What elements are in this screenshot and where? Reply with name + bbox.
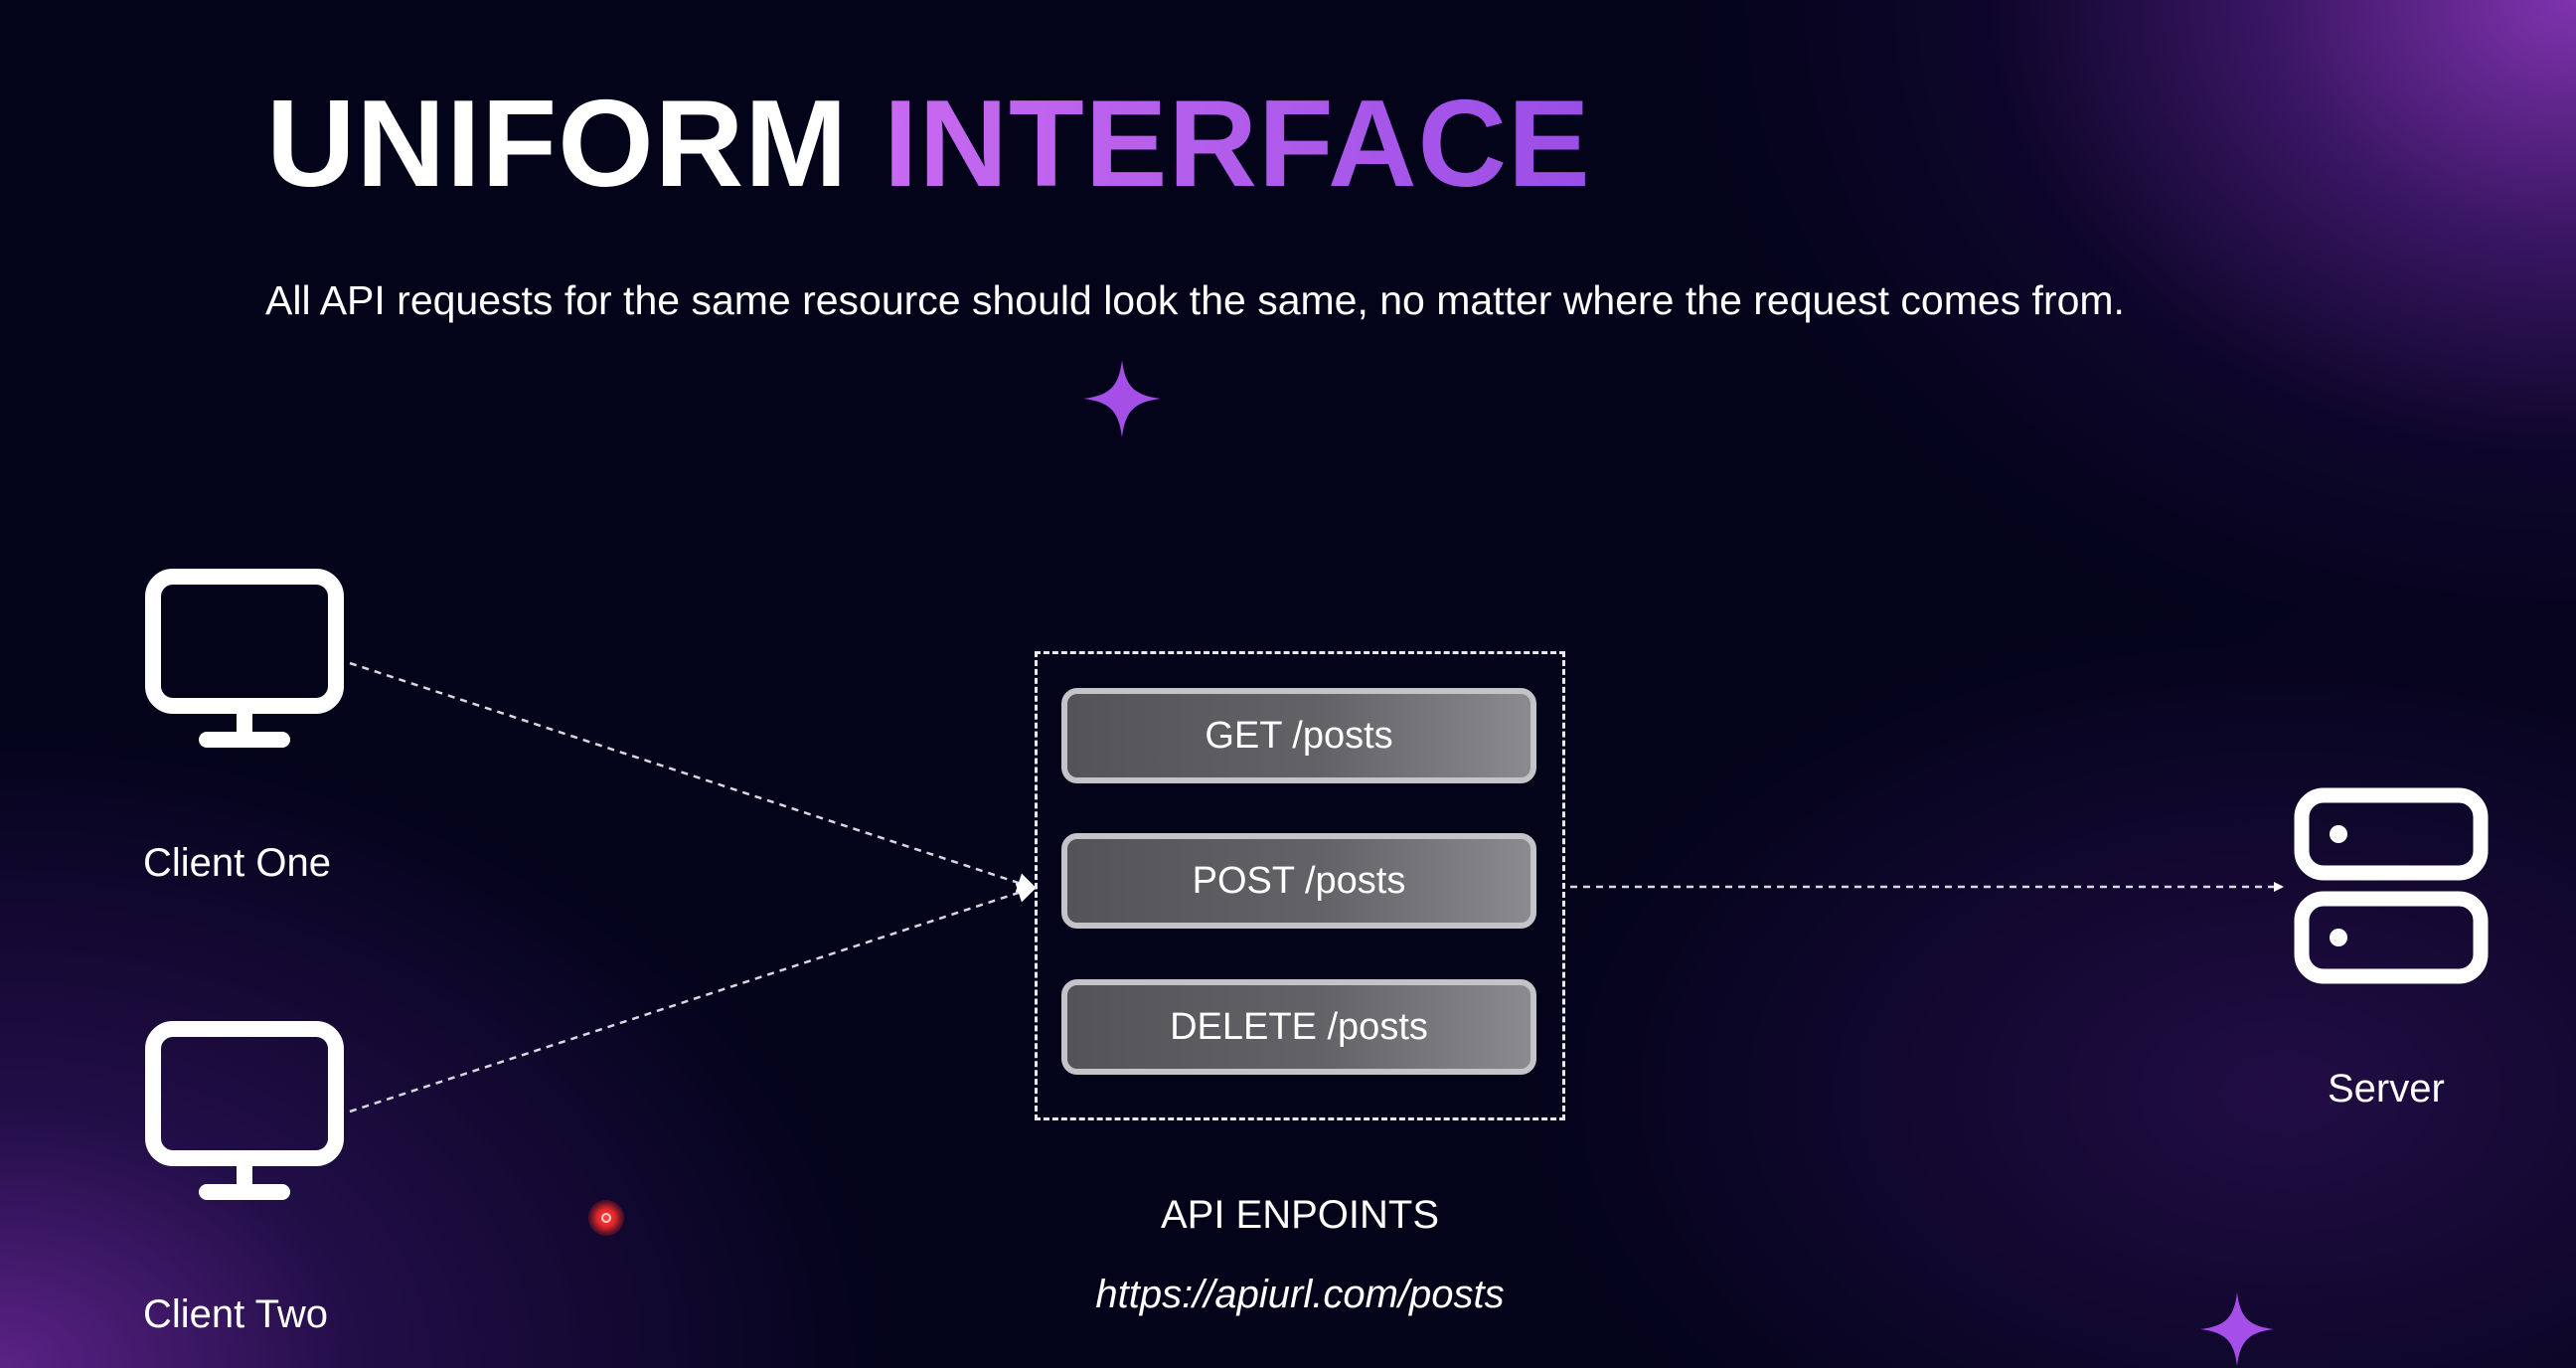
monitor-icon — [145, 1021, 344, 1200]
slide-subtitle: All API requests for the same resource s… — [265, 277, 2125, 323]
server-label: Server — [2328, 1067, 2445, 1111]
endpoint-post-posts[interactable]: POST /posts — [1061, 833, 1536, 929]
api-endpoints-group: GET /posts POST /posts DELETE /posts — [1035, 651, 1565, 1120]
client-two-label: Client Two — [143, 1292, 329, 1336]
cursor-indicator — [588, 1200, 624, 1236]
endpoint-get-posts[interactable]: GET /posts — [1061, 688, 1536, 783]
server-icon — [2294, 787, 2489, 984]
sparkle-icon — [2200, 1292, 2274, 1366]
api-endpoints-caption: API ENPOINTS — [1160, 1193, 1440, 1237]
api-url: https://apiurl.com/posts — [1095, 1273, 1505, 1316]
client-one-arrow — [349, 661, 1038, 893]
sparkle-icon — [1083, 360, 1161, 437]
slide-title: UNIFORM INTERFACE — [266, 70, 1591, 219]
title-accent: INTERFACE — [884, 76, 1591, 213]
client-one-label: Client One — [143, 841, 331, 885]
title-primary: UNIFORM — [266, 76, 849, 213]
client-two-arrow — [349, 883, 1038, 1113]
monitor-icon — [145, 569, 344, 748]
endpoint-delete-posts[interactable]: DELETE /posts — [1061, 979, 1536, 1075]
